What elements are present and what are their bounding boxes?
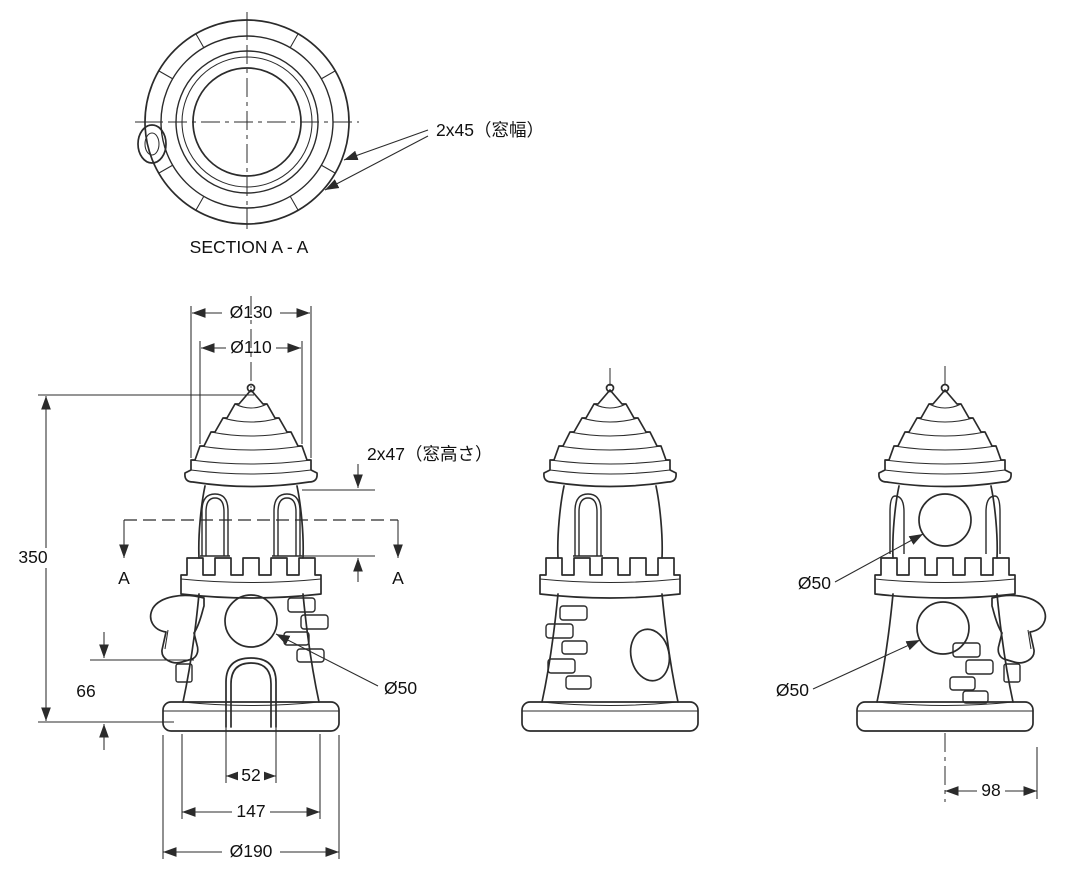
spout-inner-line — [1027, 629, 1032, 650]
turret-wall-right — [990, 485, 999, 559]
crenellation-band-line — [180, 578, 322, 584]
body-bottom-line — [876, 701, 1014, 707]
dia190-label-bg — [222, 843, 280, 861]
body-hole — [916, 601, 970, 655]
roof-tiers — [884, 403, 1006, 475]
window-height-label: 2x47（窓高さ） — [367, 444, 492, 464]
dim350-label-bg — [14, 548, 52, 568]
dim66-label: 66 — [76, 681, 95, 701]
crenellation — [180, 557, 322, 599]
back-view — [856, 366, 1047, 802]
spout — [149, 594, 205, 664]
spout-brick — [1003, 663, 1021, 683]
section-bore — [192, 67, 302, 177]
brick-details-right — [283, 597, 329, 663]
dia110-extension-lines — [199, 341, 303, 444]
dia50-back-upper-label: Ø50 — [798, 573, 831, 593]
spout-brick — [175, 663, 193, 683]
window-width-label: 2x45（窓幅） — [436, 120, 544, 140]
dim350-extension-lines — [38, 394, 254, 723]
crenellation-band-line — [874, 578, 1016, 584]
window-width-leader-2 — [324, 135, 429, 191]
dia50-back-lower-leader — [812, 639, 921, 690]
body-hole — [224, 594, 278, 648]
roof-tiers — [190, 403, 312, 475]
body-wall-right — [661, 593, 679, 703]
dia50-back-lower-label: Ø50 — [776, 680, 809, 700]
body-wall-left — [541, 593, 559, 703]
doorway — [225, 657, 277, 728]
window-left — [200, 493, 230, 557]
dia50-back-upper-leader — [834, 533, 924, 583]
section-title: SECTION A - A — [190, 237, 309, 257]
body-bottom-line — [541, 701, 679, 707]
spout — [991, 594, 1047, 664]
turret-wall-right — [655, 485, 664, 559]
window — [573, 493, 603, 557]
body-bottom-line — [182, 701, 320, 707]
brick-details-left — [545, 605, 592, 690]
dim52-label: 52 — [241, 765, 260, 785]
section-spout-profile — [137, 124, 167, 164]
section-ring-inner — [181, 56, 313, 188]
section-ring — [175, 50, 319, 194]
dia190-extension-lines — [162, 735, 340, 859]
window-right — [272, 493, 302, 557]
spout-inner-line — [164, 629, 169, 650]
dimensions-back: Ø50 Ø50 98 — [776, 533, 1038, 800]
turret-wall-left — [556, 485, 565, 559]
window-sliver-left — [889, 495, 905, 554]
body-wall-left — [876, 593, 894, 703]
section-crenellation-ticks — [145, 20, 349, 224]
dim98-label-bg — [977, 782, 1005, 799]
window-width-leader-1 — [343, 129, 429, 161]
dia190-label: Ø190 — [230, 841, 273, 861]
dim52-label-bg — [238, 767, 264, 785]
base-plinth — [521, 701, 699, 732]
roof-tiers — [549, 403, 671, 475]
dim147-label: 147 — [236, 801, 265, 821]
body-wall-left — [182, 593, 200, 703]
section-view: 2x45（窓幅） SECTION A - A — [135, 12, 544, 257]
dim147-extension-lines — [181, 734, 321, 819]
dia130-label: Ø130 — [230, 302, 273, 322]
turret-hole — [918, 493, 972, 547]
crenellation — [874, 557, 1016, 599]
dim350-label: 350 — [18, 547, 47, 567]
roof-finial — [246, 383, 256, 393]
brick-details-right — [949, 642, 994, 704]
crenellation-band-line — [539, 578, 681, 584]
dia130-extension-lines — [190, 306, 312, 458]
body-wall-right — [996, 593, 1014, 703]
window-sliver-right — [985, 495, 1001, 554]
side-oval-hole — [629, 628, 671, 682]
base-plinth — [856, 701, 1034, 732]
crenellation — [539, 557, 681, 599]
base-plinth — [162, 701, 340, 732]
section-marker-left: A — [118, 568, 130, 588]
window-height-extension-lines — [302, 489, 375, 557]
section-spout-bore — [144, 132, 160, 156]
dim147-label-bg — [232, 803, 270, 821]
dia50-front-leader — [275, 633, 379, 687]
dimensions-front: Ø130 Ø110 350 2x47（窓高さ） A A 66 Ø50 52 — [14, 302, 492, 861]
section-marker-right: A — [392, 568, 404, 588]
side-view — [521, 368, 699, 732]
roof-finial — [940, 383, 950, 393]
roof-finial — [605, 383, 615, 393]
dim98-label: 98 — [981, 780, 1000, 800]
dia50-front-label: Ø50 — [384, 678, 417, 698]
dia110-label: Ø110 — [230, 337, 272, 357]
turret-wall-left — [891, 485, 900, 559]
front-view — [149, 296, 340, 732]
body-wall-right — [302, 593, 320, 703]
